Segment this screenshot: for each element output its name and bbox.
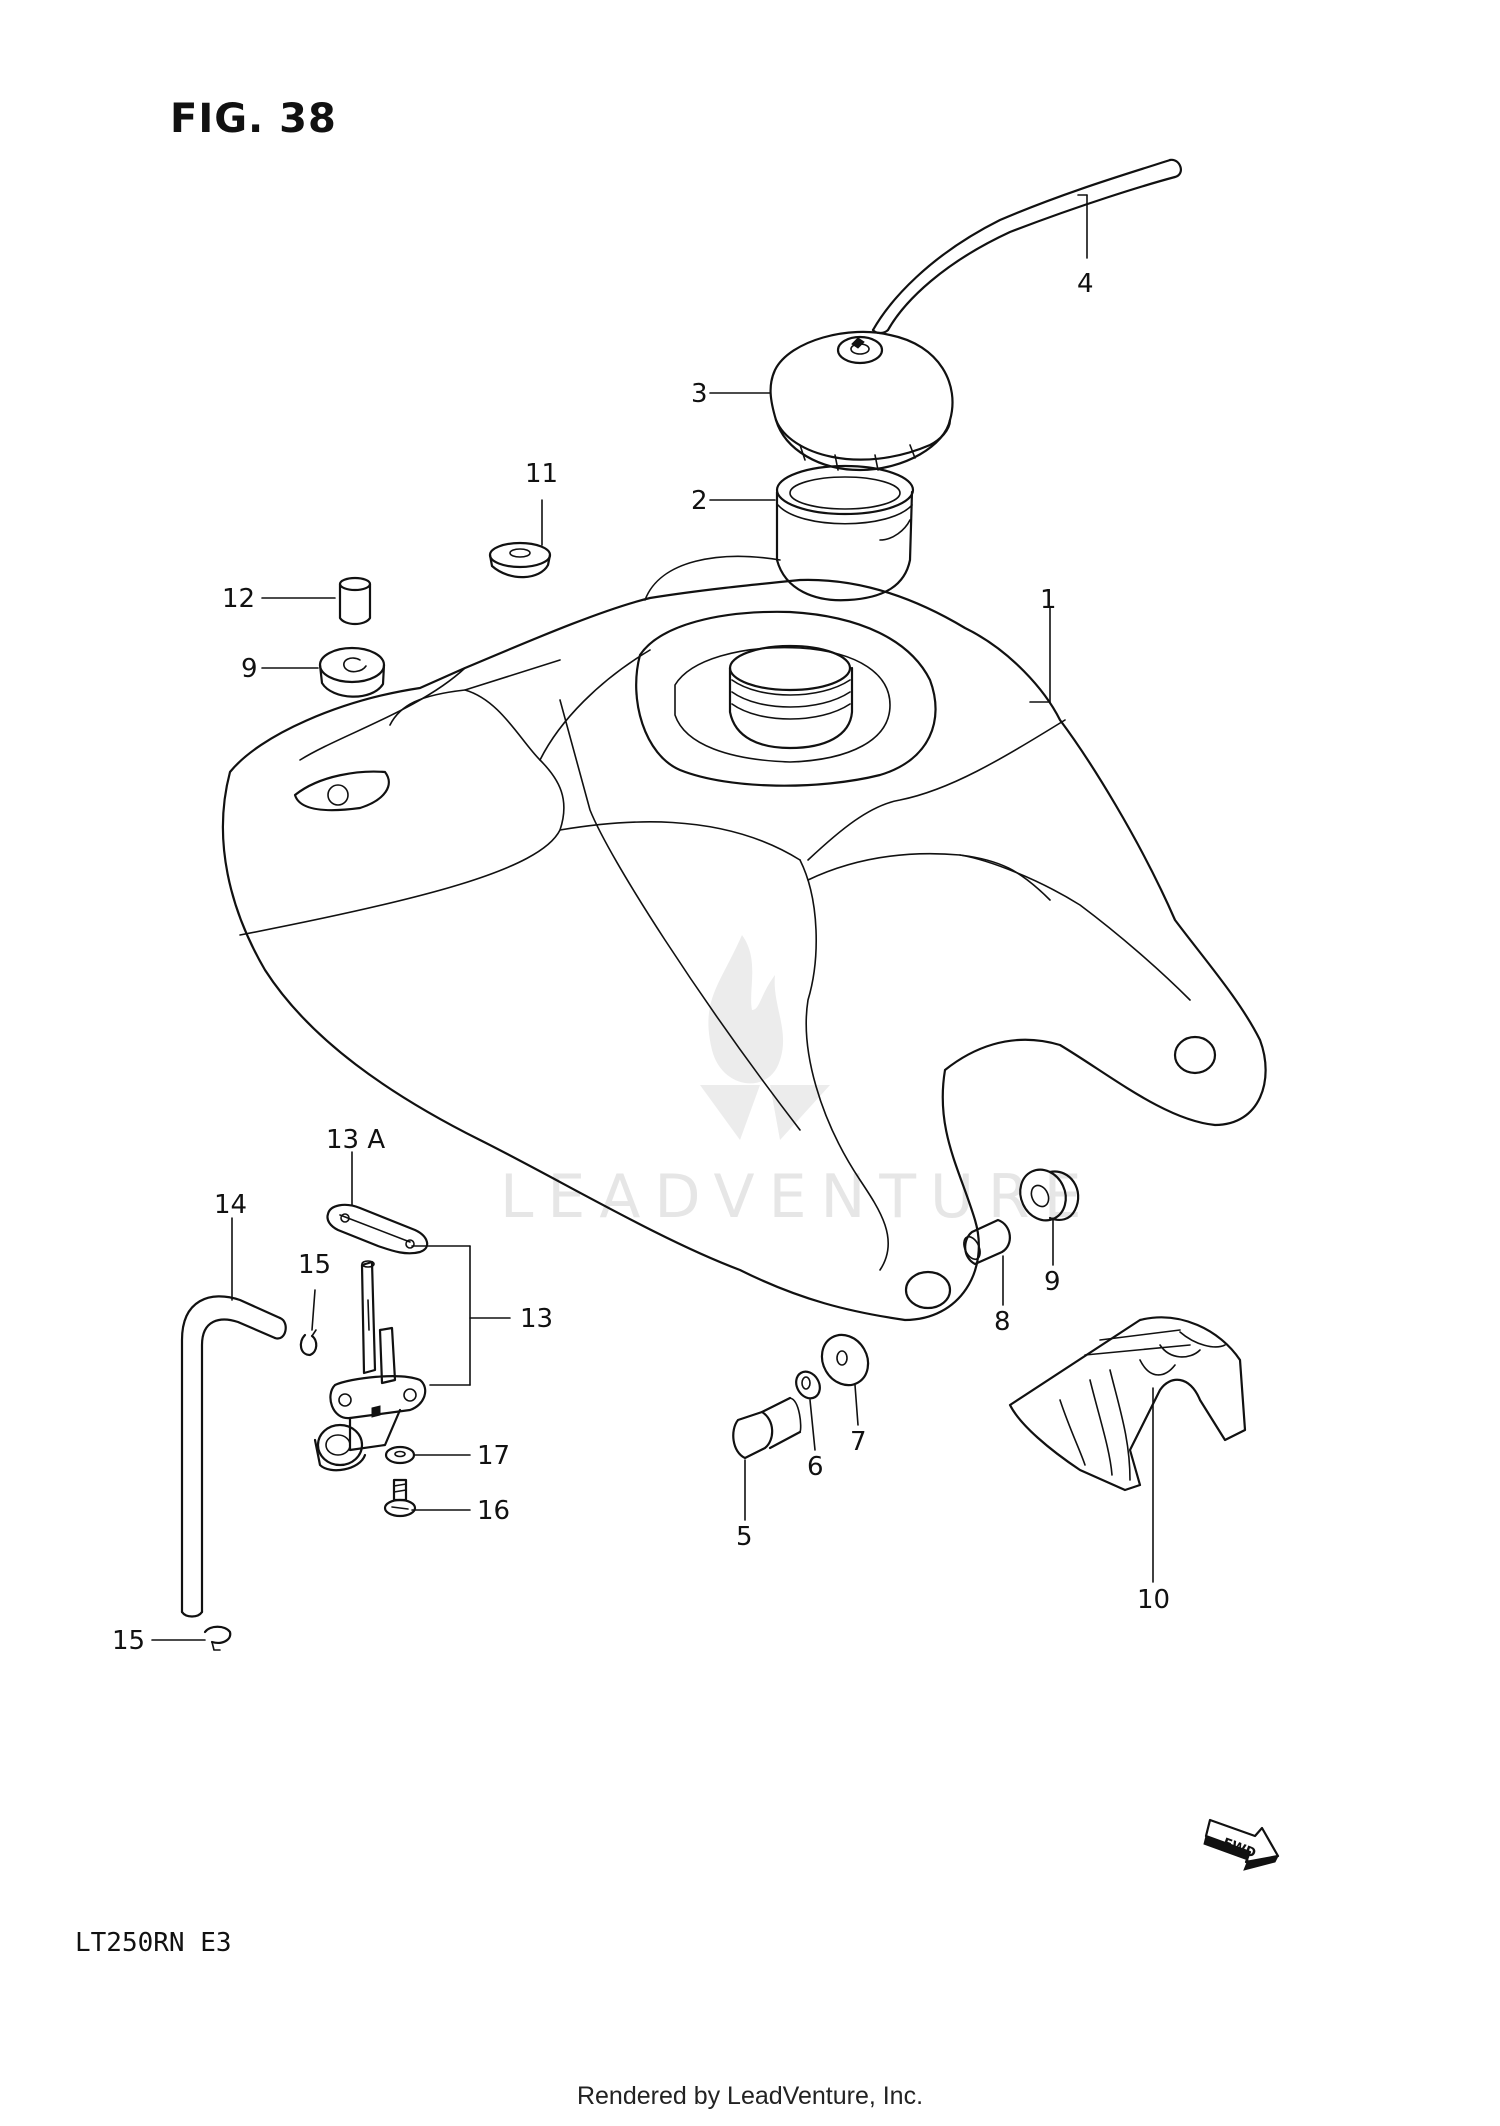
callout-9-lower: 9 <box>1044 1267 1061 1297</box>
callout-4: 4 <box>1077 269 1094 299</box>
callout-12: 12 <box>222 584 255 614</box>
bolt-part <box>732 1396 802 1460</box>
callout-13a: 13 A <box>326 1125 385 1155</box>
leader-lines <box>151 194 1154 1641</box>
cushion-part-lower <box>1019 1168 1080 1222</box>
fuel-hose-part <box>180 1295 287 1618</box>
washer-part-6 <box>795 1370 821 1400</box>
fuel-cap-part <box>769 330 954 472</box>
fuel-tank-part <box>221 555 1267 1322</box>
spacer-part-12 <box>338 576 372 626</box>
callout-9-upper: 9 <box>241 654 258 684</box>
callout-labels: 3 2 4 1 11 12 9 13 A 14 15 13 17 16 15 5… <box>112 269 1170 1656</box>
callout-13: 13 <box>520 1304 553 1334</box>
forward-direction-arrow: FWD <box>1203 1818 1280 1871</box>
grommet-part <box>488 541 552 579</box>
spacer-part-8 <box>963 1218 1011 1266</box>
heat-shield-part <box>1008 1316 1247 1492</box>
callout-8: 8 <box>994 1307 1011 1337</box>
callout-1: 1 <box>1040 585 1057 615</box>
clamp-part-upper <box>299 1329 318 1357</box>
washer-part-17 <box>384 1445 416 1465</box>
watermark-text: LEADVENTURE <box>500 1162 1096 1232</box>
callout-3: 3 <box>691 379 708 409</box>
fwd-label: FWD <box>1221 1836 1258 1862</box>
filler-neck-ring-part <box>775 464 915 602</box>
callout-2: 2 <box>691 486 708 516</box>
callout-15-lower: 15 <box>112 1626 145 1656</box>
breather-hose-part <box>871 158 1182 335</box>
clamp-part-lower <box>203 1625 232 1651</box>
cushion-part-upper <box>318 646 386 698</box>
washer-part-7 <box>820 1333 870 1387</box>
model-code: LT250RN E3 <box>75 1928 232 1958</box>
gasket-part <box>326 1203 429 1255</box>
watermark-logo <box>700 935 830 1140</box>
figure-title: FIG. 38 <box>170 96 337 142</box>
callout-5: 5 <box>736 1522 753 1552</box>
callout-16: 16 <box>477 1496 510 1526</box>
fuel-valve-part <box>313 1260 427 1472</box>
callout-7: 7 <box>850 1427 867 1457</box>
callout-10: 10 <box>1137 1585 1170 1615</box>
callout-15-upper: 15 <box>298 1250 331 1280</box>
callout-11: 11 <box>525 459 558 489</box>
callout-14: 14 <box>214 1190 247 1220</box>
footer-credit: Rendered by LeadVenture, Inc. <box>576 2082 924 2110</box>
screw-part <box>383 1478 417 1518</box>
callout-6: 6 <box>807 1452 824 1482</box>
callout-17: 17 <box>477 1441 510 1471</box>
